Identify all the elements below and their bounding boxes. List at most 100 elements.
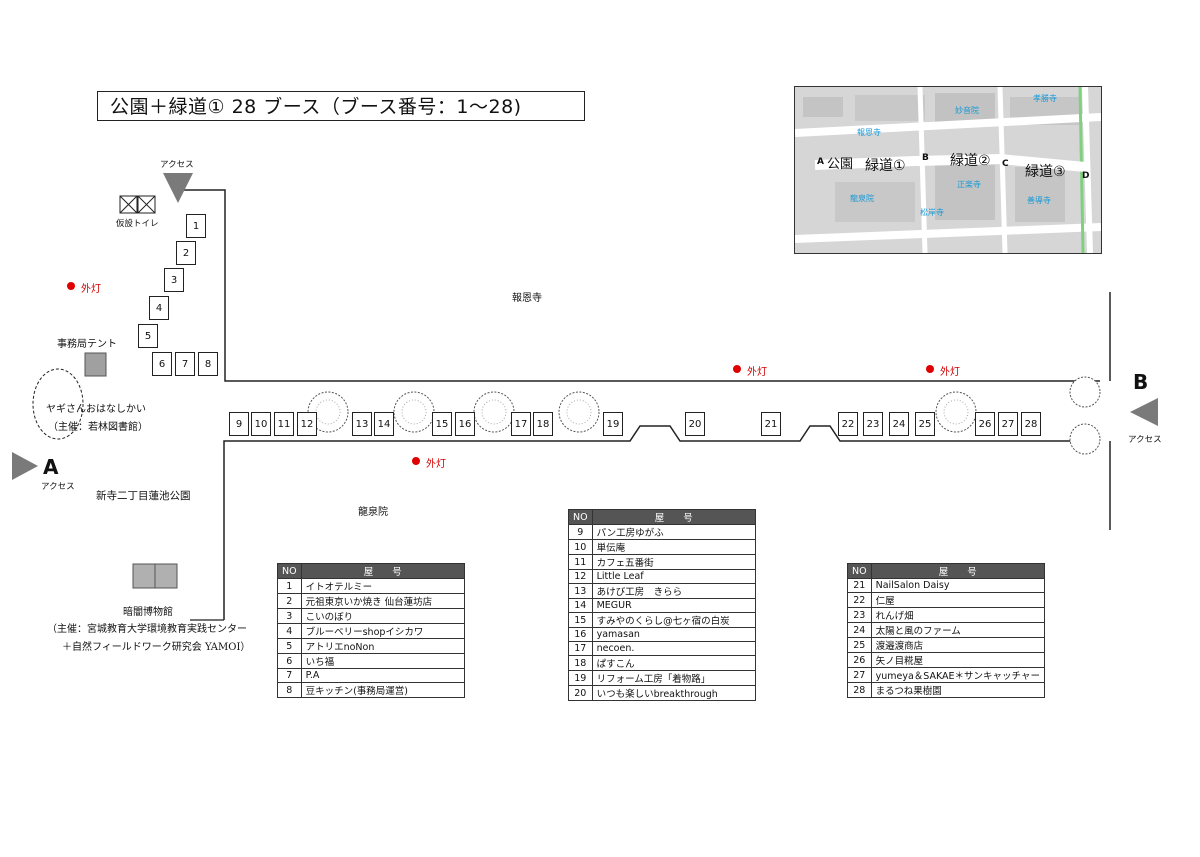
museum-label: 暗闇博物館 <box>123 607 173 618</box>
inset-point-d: D <box>1082 171 1090 181</box>
booth-20[interactable]: 20 <box>685 412 705 436</box>
tree-icon <box>1069 376 1101 408</box>
booth-19[interactable]: 19 <box>603 412 623 436</box>
tree-icon <box>473 391 515 433</box>
booth-17[interactable]: 17 <box>511 412 531 436</box>
booth-24[interactable]: 24 <box>889 412 909 436</box>
inset-temple: 報恩寺 <box>857 128 881 137</box>
booth-3[interactable]: 3 <box>164 268 184 292</box>
booth-22[interactable]: 22 <box>838 412 858 436</box>
inset-area-greenway2: 緑道② <box>950 153 991 169</box>
booth-2[interactable]: 2 <box>176 241 196 265</box>
streetlight-dot <box>733 365 741 373</box>
access-label-b: アクセス <box>1128 435 1162 445</box>
col-name: 屋 号 <box>300 563 466 579</box>
goat-event-label: ヤギさんおはなしかい <box>46 404 146 415</box>
map-title: 公園＋緑道① 28 ブース（ブース番号：1〜28) <box>97 91 585 121</box>
streetlight-dot <box>926 365 934 373</box>
access-label-a: アクセス <box>41 482 75 492</box>
tree-icon <box>558 391 600 433</box>
booth-13[interactable]: 13 <box>352 412 372 436</box>
booth-25[interactable]: 25 <box>915 412 935 436</box>
inset-map-roads <box>795 87 1101 253</box>
inset-area-park: 公園 <box>827 157 854 172</box>
booth-26[interactable]: 26 <box>975 412 995 436</box>
park-label: 新寺二丁目蓮池公園 <box>96 490 191 502</box>
temple-north-label: 報恩寺 <box>512 293 542 304</box>
inset-area-greenway3: 緑道③ <box>1025 164 1066 180</box>
goat-event-host: （主催：若林図書館） <box>48 422 148 433</box>
booth-28[interactable]: 28 <box>1021 412 1041 436</box>
booth-15[interactable]: 15 <box>432 412 452 436</box>
office-tent-shape <box>84 352 107 377</box>
booth-11[interactable]: 11 <box>274 412 294 436</box>
booth-5[interactable]: 5 <box>138 324 158 348</box>
booth-14[interactable]: 14 <box>374 412 394 436</box>
access-label-top: アクセス <box>160 160 194 170</box>
booth-16[interactable]: 16 <box>455 412 475 436</box>
booth-1[interactable]: 1 <box>186 214 206 238</box>
booth-27[interactable]: 27 <box>998 412 1018 436</box>
booth-8[interactable]: 8 <box>198 352 218 376</box>
streetlight-label: 外灯 <box>747 367 767 378</box>
booth-4[interactable]: 4 <box>149 296 169 320</box>
museum-host-line1: （主催：宮城教育大学環境教育実践センター <box>47 624 247 635</box>
col-no: NO <box>277 563 302 579</box>
inset-temple: 正楽寺 <box>957 180 981 189</box>
col-no: NO <box>568 509 593 525</box>
temple-south-label: 龍泉院 <box>358 507 388 518</box>
streetlight-dot <box>67 282 75 290</box>
museum-shape <box>132 563 156 589</box>
col-name: 屋 号 <box>591 509 757 525</box>
inset-temple: 妙音院 <box>955 106 979 115</box>
col-no: NO <box>847 563 872 579</box>
inset-area-greenway1: 緑道① <box>865 158 906 174</box>
booth-10[interactable]: 10 <box>251 412 271 436</box>
inset-temple: 龍泉院 <box>850 194 874 203</box>
booth-18[interactable]: 18 <box>533 412 553 436</box>
inset-map: A 公園 緑道① B 緑道② C 緑道③ D 報恩寺 妙音院 孝勝寺 龍泉院 正… <box>794 86 1102 254</box>
access-marker-top <box>163 173 193 203</box>
access-marker-a <box>12 452 38 480</box>
access-marker-b <box>1130 398 1158 426</box>
museum-host-line2: ＋自然フィールドワーク研究会 YAMOI） <box>62 642 251 653</box>
booth-7[interactable]: 7 <box>175 352 195 376</box>
toilet-label: 仮設トイレ <box>116 219 159 229</box>
inset-point-a: A <box>817 157 824 167</box>
booth-21[interactable]: 21 <box>761 412 781 436</box>
streetlight-label: 外灯 <box>81 284 101 295</box>
inset-point-c: C <box>1002 159 1009 169</box>
booth-12[interactable]: 12 <box>297 412 317 436</box>
office-tent-label: 事務局テント <box>57 339 117 350</box>
inset-temple: 善導寺 <box>1027 196 1051 205</box>
point-b-label: B <box>1133 370 1149 394</box>
booth-23[interactable]: 23 <box>863 412 883 436</box>
inset-temple: 孝勝寺 <box>1033 94 1057 103</box>
booth-6[interactable]: 6 <box>152 352 172 376</box>
booth-9[interactable]: 9 <box>229 412 249 436</box>
